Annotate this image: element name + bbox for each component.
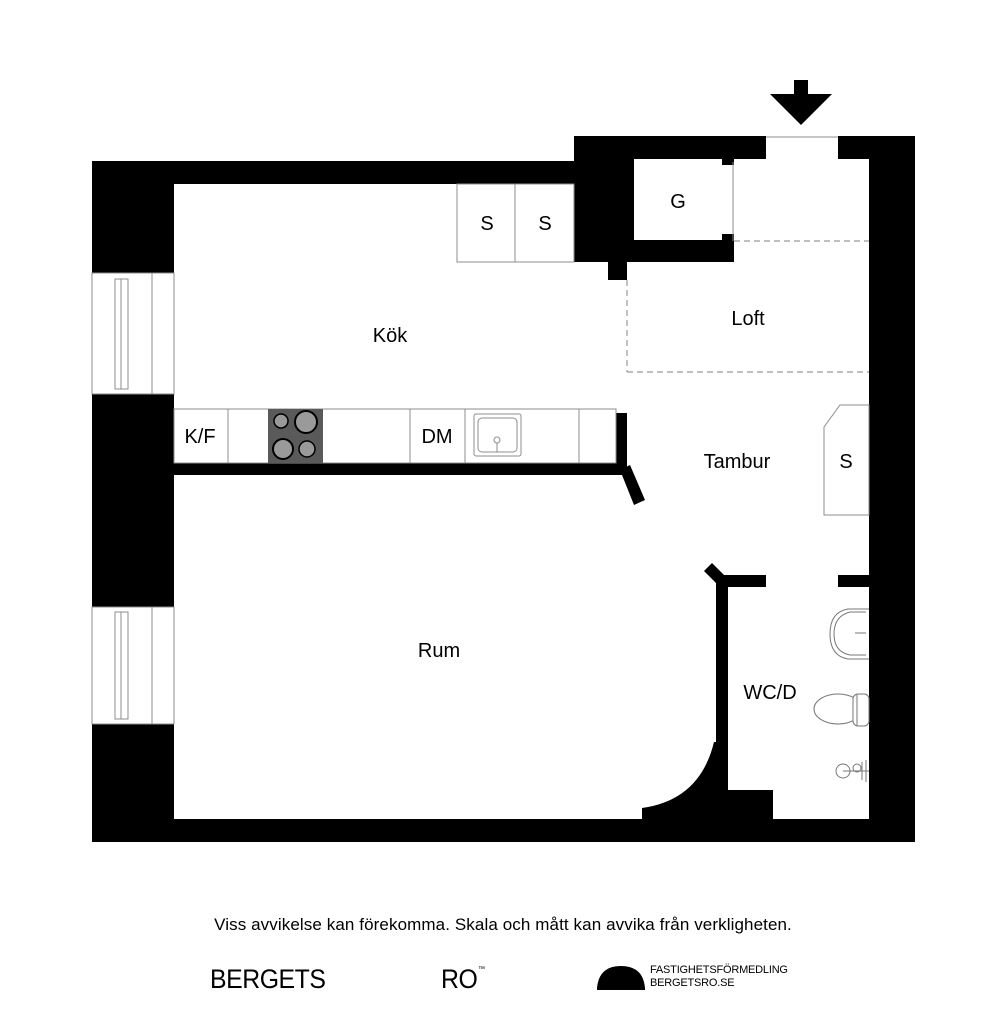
brand-logo-right: RO <box>441 964 478 994</box>
fixture-label-fridge-freezer: K/F <box>184 426 216 448</box>
room-label-wcd: WC/D <box>743 682 797 704</box>
fixture-label-wardrobe: G <box>670 191 686 213</box>
tambur-storage <box>823 404 870 516</box>
upper-cabinets <box>456 183 575 263</box>
fixture-label-storage: S <box>839 451 853 473</box>
sink-icon <box>473 413 522 457</box>
fixture-label-dishwasher: DM <box>421 426 453 448</box>
room-label-rum: Rum <box>417 640 461 662</box>
walls <box>92 136 915 842</box>
room-label-tambur: Tambur <box>703 451 771 473</box>
washbasin-icon <box>829 608 869 660</box>
toilet-icon <box>813 693 870 727</box>
stove-icon <box>268 409 323 463</box>
window-room <box>91 606 175 725</box>
tagline-line-2: BERGETSRO.SE <box>650 977 735 989</box>
tagline-line-1: FASTIGHETSFÖRMEDLING <box>650 964 788 976</box>
disclaimer-text: Viss avvikelse kan förekomma. Skala och … <box>214 915 792 934</box>
fixture-label-storage: S <box>480 213 494 235</box>
room-label-loft: Loft <box>731 308 765 330</box>
brand-dome-icon <box>597 966 645 990</box>
loft-outline <box>626 240 869 373</box>
shower-icon <box>835 760 869 782</box>
trademark-symbol: ™ <box>478 966 485 973</box>
floorplan <box>91 80 915 842</box>
fixture-label-storage: S <box>538 213 552 235</box>
kitchen-counter <box>173 408 617 464</box>
brand-logo-left: BERGETS <box>210 964 326 994</box>
room-label-kok: Kök <box>372 325 408 347</box>
entrance-arrow-down-icon <box>770 80 832 125</box>
window-kitchen <box>91 272 175 395</box>
